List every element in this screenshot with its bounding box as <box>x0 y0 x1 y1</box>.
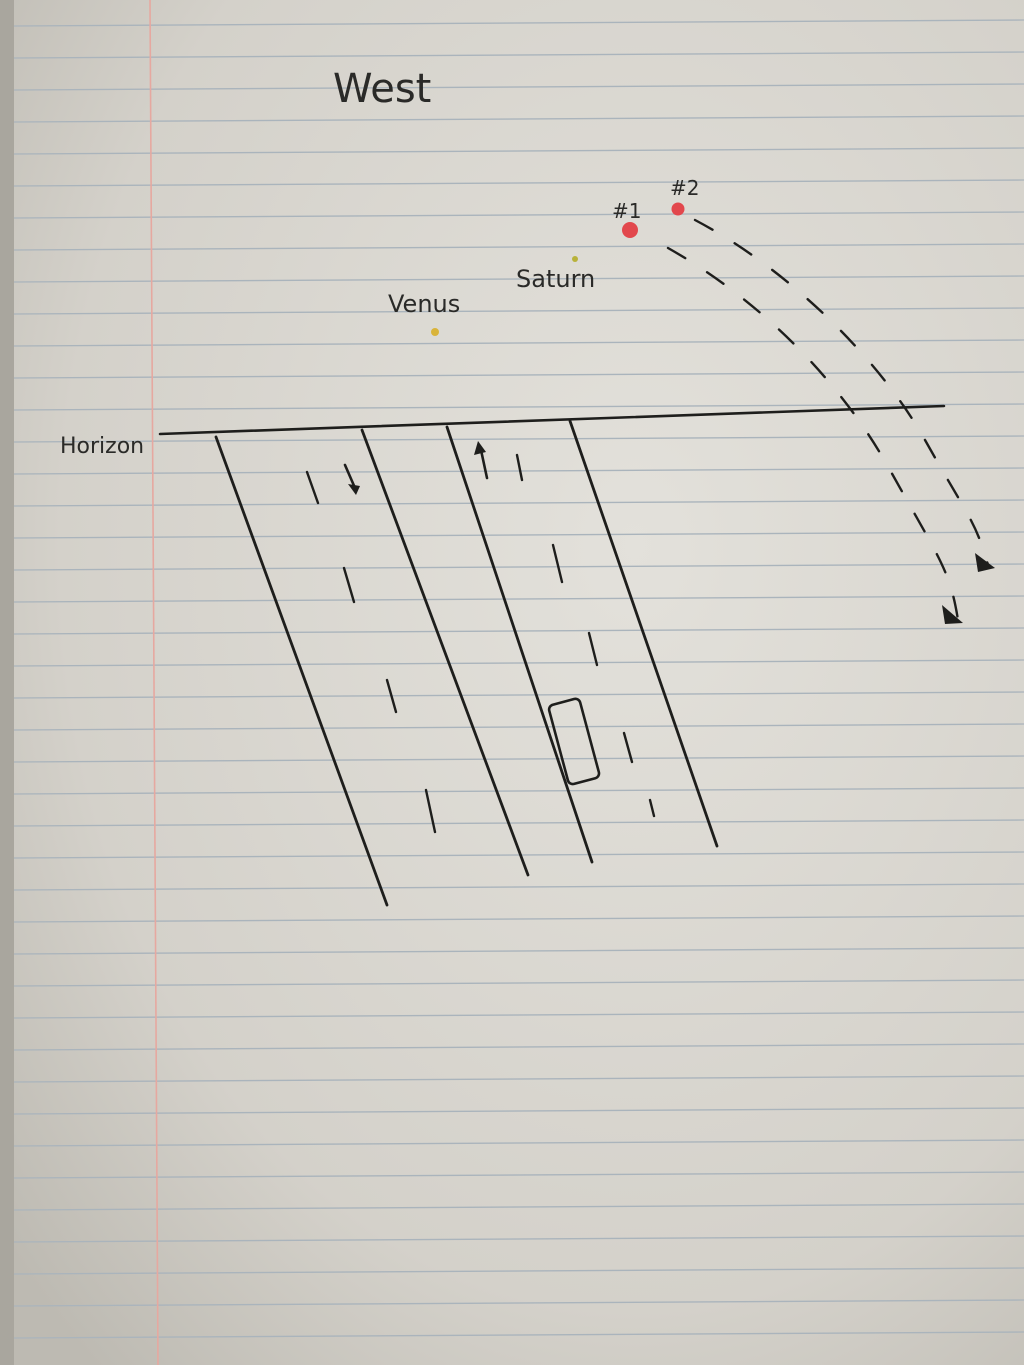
rule-line <box>13 883 1024 891</box>
rule-line <box>13 979 1024 987</box>
lane-dash <box>587 631 599 667</box>
object-1-arrowhead <box>942 605 963 624</box>
up-arrow-icon <box>479 448 489 480</box>
lane-dash <box>622 731 634 764</box>
lane-dash <box>515 453 524 482</box>
ruled-lines <box>13 19 1024 1339</box>
horizon-label: Horizon <box>60 434 144 459</box>
rule-line <box>13 115 1024 123</box>
page-edge <box>0 0 14 1365</box>
object-2-dot <box>671 202 685 216</box>
object-2-trajectory <box>693 218 990 567</box>
rule-line <box>13 1075 1024 1083</box>
road <box>214 419 719 907</box>
rule-line <box>13 787 1024 795</box>
margin-line <box>149 0 159 1365</box>
rule-line <box>13 243 1024 251</box>
rule-line <box>13 595 1024 603</box>
rule-line <box>13 275 1024 283</box>
rule-line <box>13 1267 1024 1275</box>
lane-dash <box>648 798 656 818</box>
horizon-line <box>158 404 946 436</box>
rule-line <box>13 659 1024 667</box>
up-arrowhead <box>474 441 486 455</box>
road-divider-1 <box>360 428 530 877</box>
rule-line <box>13 691 1024 699</box>
object-2-arrowhead <box>975 553 995 572</box>
down-arrow-icon <box>343 463 357 490</box>
rule-line <box>13 563 1024 571</box>
rule-line <box>13 1107 1024 1115</box>
rule-line <box>13 1139 1024 1147</box>
rule-line <box>13 19 1024 27</box>
rule-line <box>13 723 1024 731</box>
down-arrowhead <box>348 484 360 495</box>
rule-line <box>13 851 1024 859</box>
rule-line <box>13 1203 1024 1211</box>
lane-dash <box>305 470 320 505</box>
rule-line <box>13 947 1024 955</box>
object-2-label: #2 <box>670 176 699 200</box>
rule-line <box>13 627 1024 635</box>
venus-dot <box>431 328 439 336</box>
direction-arrows <box>343 441 489 495</box>
lane-dash <box>424 788 437 834</box>
rule-line <box>13 1011 1024 1019</box>
rule-line <box>13 403 1024 411</box>
rule-line <box>13 755 1024 763</box>
rule-line <box>13 1331 1024 1339</box>
rule-line <box>13 179 1024 187</box>
rule-line <box>13 371 1024 379</box>
rule-line <box>13 1171 1024 1179</box>
car-icon <box>547 697 601 786</box>
rule-line <box>13 499 1024 507</box>
rule-line <box>13 1235 1024 1243</box>
road-edge-right <box>568 419 719 848</box>
object-1-label: #1 <box>612 199 641 223</box>
rule-line <box>13 147 1024 155</box>
saturn-label: Saturn <box>516 265 595 293</box>
road-edge-left <box>214 435 389 907</box>
rule-line <box>13 435 1024 443</box>
venus-label: Venus <box>388 290 460 318</box>
lane-dash <box>342 566 356 604</box>
lane-dashes <box>305 453 656 834</box>
rule-line <box>13 1299 1024 1307</box>
rule-line <box>13 531 1024 539</box>
rule-line <box>13 915 1024 923</box>
lane-dash <box>551 543 564 584</box>
saturn-dot <box>572 256 578 262</box>
rule-line <box>13 1043 1024 1051</box>
heading-west: West <box>333 66 431 112</box>
rule-line <box>13 339 1024 347</box>
object-1-trajectory <box>666 246 960 622</box>
rule-line <box>13 211 1024 219</box>
rule-line <box>13 51 1024 59</box>
rule-line <box>13 83 1024 91</box>
rule-line <box>13 819 1024 827</box>
lane-dash <box>385 678 398 714</box>
road-divider-2 <box>445 425 594 864</box>
rule-line <box>13 307 1024 315</box>
object-1-dot <box>622 222 638 238</box>
